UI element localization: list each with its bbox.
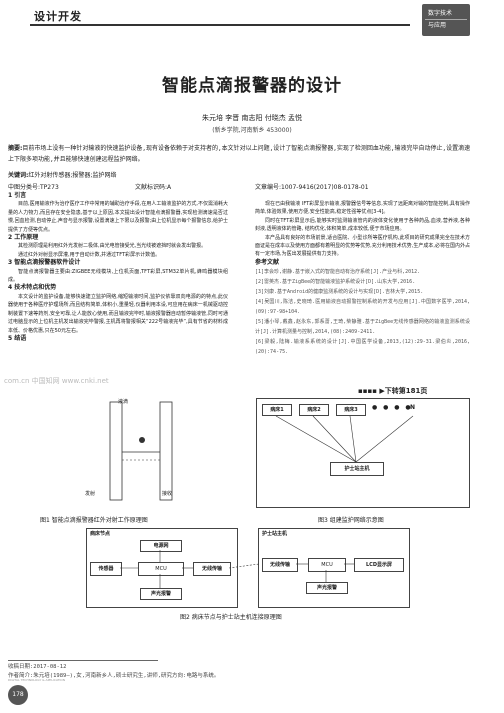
figure-3-links [275, 415, 414, 463]
emitter-column [109, 401, 123, 501]
reference-item: [6]梁毅,陆梅.输液系系统的设计[J].中国医学设备,2013,(12):29… [255, 339, 470, 356]
section-heading: 1 引言 [8, 192, 27, 199]
fig2-bed-buzzer: 声光报警 [140, 588, 182, 600]
reference-item: [1]李会珍,谢静.基于嵌入式的智能自动有治疗系统[J].产业与科,2012. [255, 269, 421, 276]
fig2-nurse-wireless: 无线传输 [262, 558, 298, 572]
badge-top: 数字技术 [428, 10, 453, 17]
fig2-cross-link [229, 563, 259, 569]
page-journal-label: DIGITAL TECHNOLOGY & APPLICATION [8, 678, 66, 682]
fig2-bed-node-title: 病床节点 [90, 531, 111, 537]
keywords-text: 红外对射传感器;报警器;监护网络 [28, 172, 117, 179]
fig1-note-emit: 发射 [85, 491, 96, 497]
journal-badge: 数字技术 与应用 [422, 4, 470, 36]
author-bio: 作者简介:朱元培(1989—),女,河南新乡人,硕士研究生,讲师,研究方向:电路… [8, 673, 220, 679]
fig2-bed-wireless: 无线传输 [193, 562, 231, 576]
right-column: 现在已由我输液 IFT彩屏显示输液,报警器信号等信息,实现了远距离对输的智能控制… [255, 200, 470, 357]
reference-item: [3]刘康.基于Android的健康监测系统的设计与实现[D].吉林大学,201… [255, 289, 424, 296]
document-code: 文献标识码:A [135, 184, 172, 191]
footer-rule [8, 660, 158, 661]
article-number: 文章编号:1007-9416(2017)08-0178-01 [255, 184, 369, 191]
left-column: 1 引言目前,医用输液作为治疗医疗工作中常用的辅助治疗手段,在用人工输液监护的方… [8, 192, 228, 343]
section-heading: 2 工作原理 [8, 234, 39, 242]
paragraph: 通过红外对射显示屏灌,用于自动计数,并通过TFT彩屏示计数值。 [18, 251, 161, 258]
fig2-nurse-mcu: MCU [308, 558, 346, 572]
section-label: 设计开发 [34, 10, 82, 23]
paragraph: 同时在TFT彩屏显示后,能够实时监测输液管内的液体变化使用于各种药品,血液,营养… [255, 217, 470, 233]
paragraph: 其检测原理是利用红外光发射二极体,由光电管接受光,当光线被遮挡时就会发出警报。 [18, 243, 207, 250]
fig1-note-recv: 接收 [162, 491, 173, 497]
fig3-host: 护士站主机 [330, 462, 384, 476]
paragraph: 本产品具有良好的市场前景,适合医院、小型诊所等医疗机构,此项目的研究成果完全在技… [255, 234, 470, 258]
droplet-icon [139, 437, 145, 443]
received-date: 收稿日期:2017-08-12 [8, 664, 67, 670]
fig2-bed-mcu: MCU [138, 562, 184, 576]
right-paragraphs: 现在已由我输液 IFT彩屏显示输液,报警器信号等信息,实现了远距离对输的智能控制… [255, 200, 470, 267]
badge-bottom: 与应用 [428, 22, 447, 29]
link-1 [275, 415, 357, 463]
paragraph: 智能点滴报警器主要由:ZIGBEE无线模块,上位机页面,TFT彩屏,STM32单… [8, 268, 228, 284]
abstract-label: 摘要: [8, 145, 23, 152]
link-2 [312, 415, 357, 463]
fig2-nurse-buzzer: 声光报警 [306, 582, 348, 594]
paragraph: 现在已由我输液 IFT彩屏显示输液,报警器信号等信息,实现了远距离对输的智能控制… [255, 201, 470, 216]
fig1-label: 液滴 [118, 399, 129, 405]
fig3-dots: ● ● ● ● [372, 404, 413, 411]
references-list: [1]李会珍,谢静.基于嵌入式的智能自动有治疗系统[J].产业与科,2012. [… [255, 267, 470, 357]
reference-item: [2]雷英杰.基于ZigBee的智能输液监护系统设计[D].山东大学,2016. [255, 279, 416, 286]
keywords: 关键词:红外对射传感器;报警器;监护网络 [8, 170, 116, 179]
reference-item: [4]吴国川,陈洁,史晓琦.医用输液自动报警控制系统的开发与应用[J].中国数字… [255, 299, 470, 316]
link-3 [349, 415, 357, 463]
receiver-column [159, 401, 173, 501]
fig2-bed-sensor: 传感器 [90, 562, 122, 576]
header-rule [30, 24, 410, 26]
paragraph: 目前,医用输液作为治疗医疗工作中常用的辅助治疗手段,在用人工输液监护的方式,不仅… [8, 201, 228, 233]
fig2-caption: 图2 病床节点与护士站主机连接原理图 [180, 614, 282, 621]
fig3-node-n: N [410, 404, 416, 411]
fig1-caption: 图1 智能点滴报警器红外对射工作原理图 [40, 517, 148, 524]
section-heading: 4 技术特点和优势 [8, 284, 57, 292]
section-heading: 5 结语 [8, 334, 27, 342]
clc-number: 中图分类号:TP273 [8, 184, 59, 191]
fig2-nurse-lcd: LCD显示屏 [354, 558, 404, 572]
page-number: 178 [8, 685, 28, 705]
watermark: com.cn 中国知网 www.cnki.net [4, 377, 109, 385]
fig2-bed-power: 电源网 [140, 540, 182, 552]
continued-notice: ▪▪▪▪ ▶下转第181页 [358, 387, 428, 395]
fig3-node-1: 病床1 [262, 404, 292, 416]
keywords-label: 关键词: [8, 172, 29, 179]
fig2-nurse-links [296, 563, 354, 582]
fig2-bed-links [120, 550, 193, 588]
article-title: 智能点滴报警器的设计 [162, 76, 342, 96]
figure-3-frame [256, 398, 470, 508]
fig3-node-2: 病床2 [299, 404, 329, 416]
reference-item: [5]潘小琴,戴鑫,赵永东,郭系蔷,王琦,柴静雅.基于ZigBee无线传感器网络… [255, 319, 470, 336]
affiliation: (新乡学院,河南新乡 453000) [212, 127, 292, 134]
abstract-text: 目前市场上没有一种针对输液的快速监护设备,现有设备依赖于对支持者的,本文针对以上… [8, 145, 471, 163]
authors: 朱元培 李晋 南志阳 付晓杰 孟悦 [202, 114, 302, 122]
paragraph: 本文设计的监护设备,能够快速建立监护网络,缩短输液时间,监护仪依靠双向电源的的特… [8, 293, 228, 334]
fig2-nurse-title: 护士站主机 [262, 531, 288, 537]
link-n [355, 415, 414, 463]
badge-divider [425, 19, 467, 20]
fig3-caption: 图3 组建监护网络示意图 [318, 517, 384, 524]
section-heading: 3 智能点滴报警器软件设计 [8, 259, 81, 267]
abstract: 摘要:目前市场上没有一种针对输液的快速监护设备,现有设备依赖于对支持者的,本文针… [8, 143, 474, 165]
fig3-node-3: 病床3 [336, 404, 366, 416]
figure-1-diagram [109, 401, 173, 501]
section-heading: 参考文献 [255, 258, 280, 266]
